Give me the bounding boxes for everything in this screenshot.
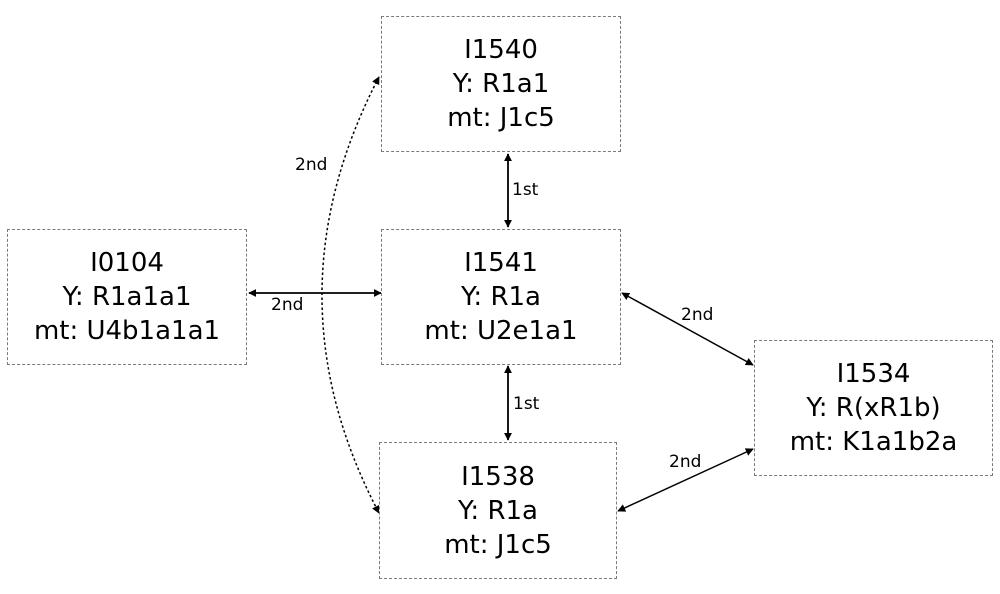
node-I1534: I1534 Y: R(xR1b) mt: K1a1b2a — [754, 340, 993, 476]
node-I1540: I1540 Y: R1a1 mt: J1c5 — [381, 16, 621, 152]
edge-I1538-I1534 — [617, 448, 754, 512]
node-y-haplogroup: Y: R1a — [461, 282, 541, 312]
edge-I1540-I1538 — [321, 76, 380, 514]
node-y-haplogroup: Y: R1a1a1 — [62, 282, 192, 312]
node-y-haplogroup: Y: R1a1 — [452, 69, 550, 99]
edge-label-I1541-I1538: 1st — [513, 394, 540, 414]
node-id: I0104 — [90, 248, 164, 278]
node-id: I1541 — [464, 248, 538, 278]
node-mt-haplogroup: mt: J1c5 — [444, 529, 552, 560]
node-id: I1538 — [461, 461, 535, 492]
node-I0104: I0104 Y: R1a1a1 mt: U4b1a1a1 — [7, 229, 247, 365]
node-mt-haplogroup: mt: U2e1a1 — [424, 316, 578, 346]
node-mt-haplogroup: mt: U4b1a1a1 — [33, 316, 221, 346]
edge-label-I1540-I1538: 2nd — [295, 155, 327, 175]
node-id: I1534 — [836, 359, 911, 389]
node-y-haplogroup: Y: R1a — [458, 495, 538, 526]
node-mt-haplogroup: mt: J1c5 — [447, 103, 555, 133]
edge-label-I1540-I1541: 1st — [512, 180, 539, 200]
node-I1541: I1541 Y: R1a mt: U2e1a1 — [381, 229, 621, 365]
node-id: I1540 — [464, 35, 538, 65]
node-mt-haplogroup: mt: K1a1b2a — [789, 427, 958, 457]
edge-label-I1538-I1534: 2nd — [669, 452, 701, 472]
edge-label-I1541-I1534: 2nd — [681, 305, 713, 325]
edge-I1541-I1534 — [621, 292, 754, 366]
edge-label-I0104-I1541: 2nd — [271, 295, 303, 315]
node-y-haplogroup: Y: R(xR1b) — [806, 393, 941, 423]
node-I1538: I1538 Y: R1a mt: J1c5 — [379, 442, 617, 579]
